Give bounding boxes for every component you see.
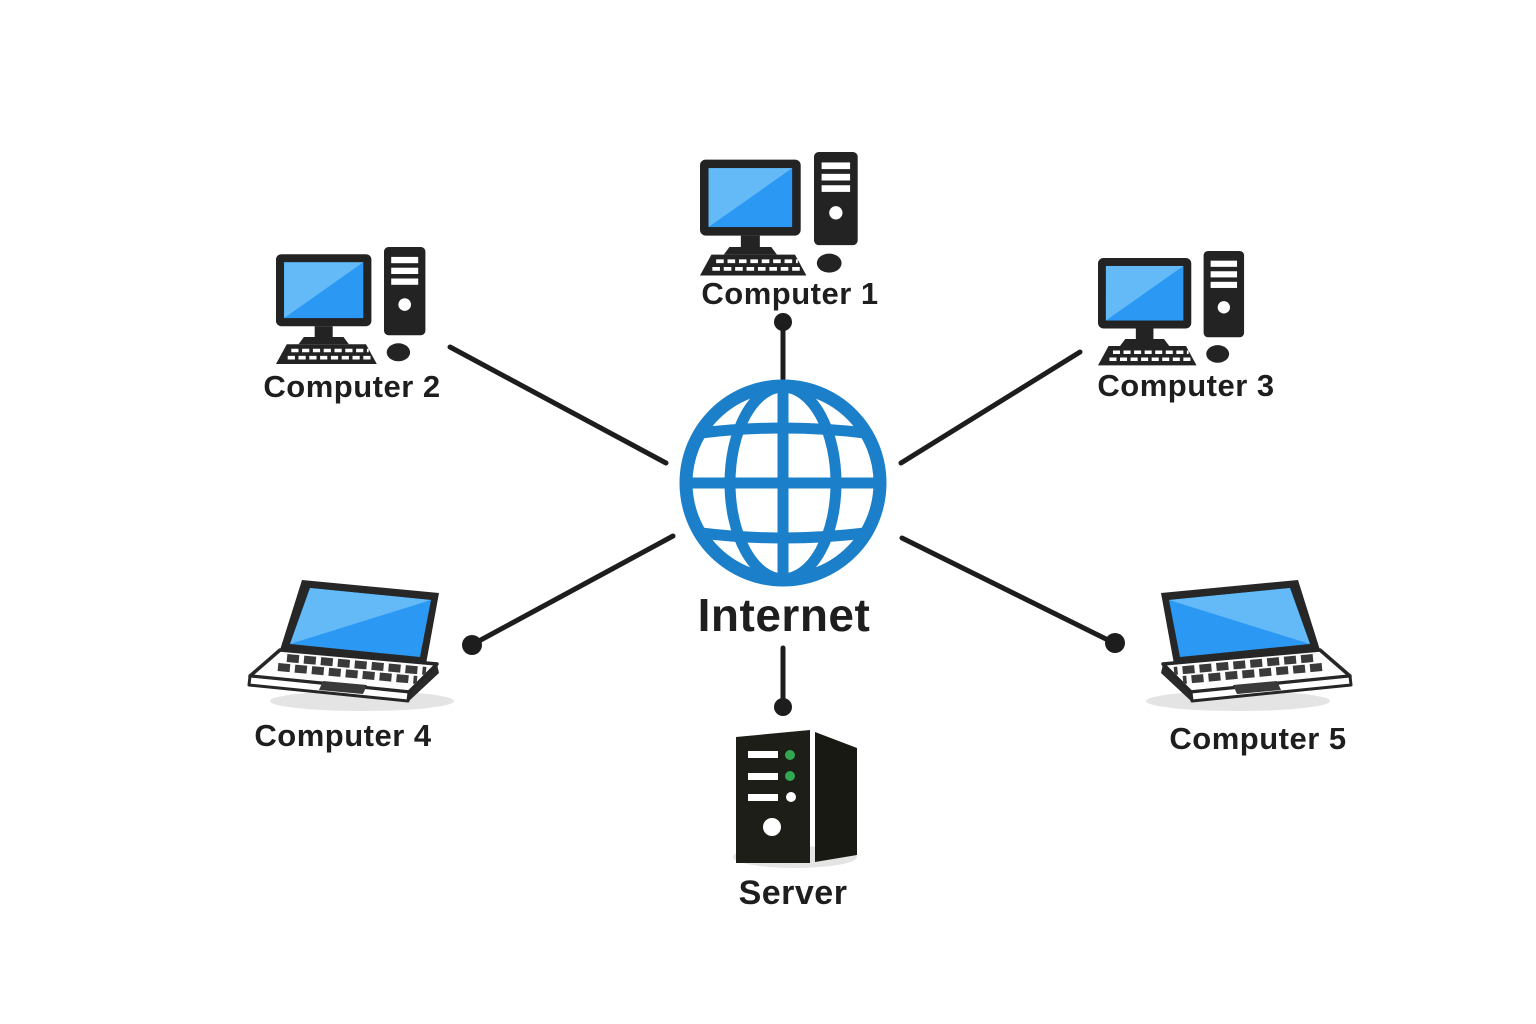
desktop-computer-icon bbox=[698, 150, 860, 278]
server-tower-icon bbox=[733, 730, 857, 868]
node-label-computer-4: Computer 4 bbox=[254, 718, 432, 753]
connection-line bbox=[447, 344, 669, 466]
connection-line bbox=[898, 349, 1083, 466]
hub-label-internet: Internet bbox=[697, 589, 871, 641]
node-label-server: Server bbox=[738, 874, 848, 912]
connection-dot bbox=[774, 313, 792, 331]
node-label-computer-1: Computer 1 bbox=[701, 276, 879, 311]
laptop-icon bbox=[249, 580, 454, 711]
laptop-icon bbox=[1146, 580, 1351, 711]
desktop-computer-icon bbox=[274, 245, 428, 366]
connection-line bbox=[474, 533, 676, 645]
connection-dot bbox=[774, 698, 792, 716]
connection-line bbox=[899, 535, 1113, 644]
connection-dot bbox=[462, 635, 482, 655]
globe-icon bbox=[679, 379, 887, 587]
node-label-computer-3: Computer 3 bbox=[1097, 368, 1275, 403]
connection-dot bbox=[1105, 633, 1125, 653]
node-label-computer-5: Computer 5 bbox=[1169, 721, 1347, 756]
node-label-computer-2: Computer 2 bbox=[263, 369, 441, 404]
desktop-computer-icon bbox=[1096, 249, 1246, 368]
connections bbox=[447, 313, 1125, 716]
